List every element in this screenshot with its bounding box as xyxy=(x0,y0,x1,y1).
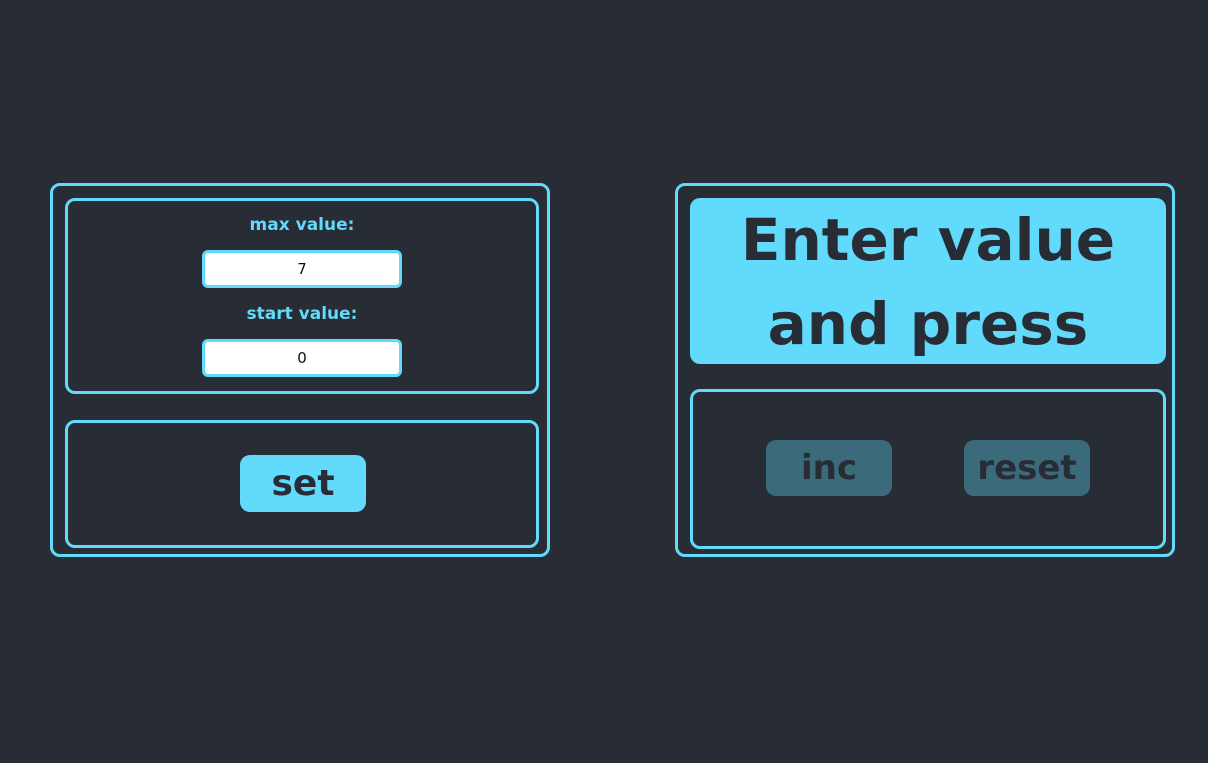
set-button[interactable]: set xyxy=(240,455,366,512)
start-value-label: start value: xyxy=(246,304,358,324)
start-value-input[interactable] xyxy=(202,339,402,377)
reset-button[interactable]: reset xyxy=(964,440,1090,496)
settings-inputs-box: max value: start value: xyxy=(65,198,539,394)
settings-panel: max value: start value: set xyxy=(50,183,550,557)
inc-button[interactable]: inc xyxy=(766,440,892,496)
counter-panel: Enter value and press 'set' inc reset xyxy=(675,183,1175,557)
max-value-label: max value: xyxy=(249,215,355,235)
max-value-input[interactable] xyxy=(202,250,402,288)
counter-buttons-box: inc reset xyxy=(690,389,1166,549)
set-button-box: set xyxy=(65,420,539,548)
counter-display: Enter value and press 'set' xyxy=(690,198,1166,442)
